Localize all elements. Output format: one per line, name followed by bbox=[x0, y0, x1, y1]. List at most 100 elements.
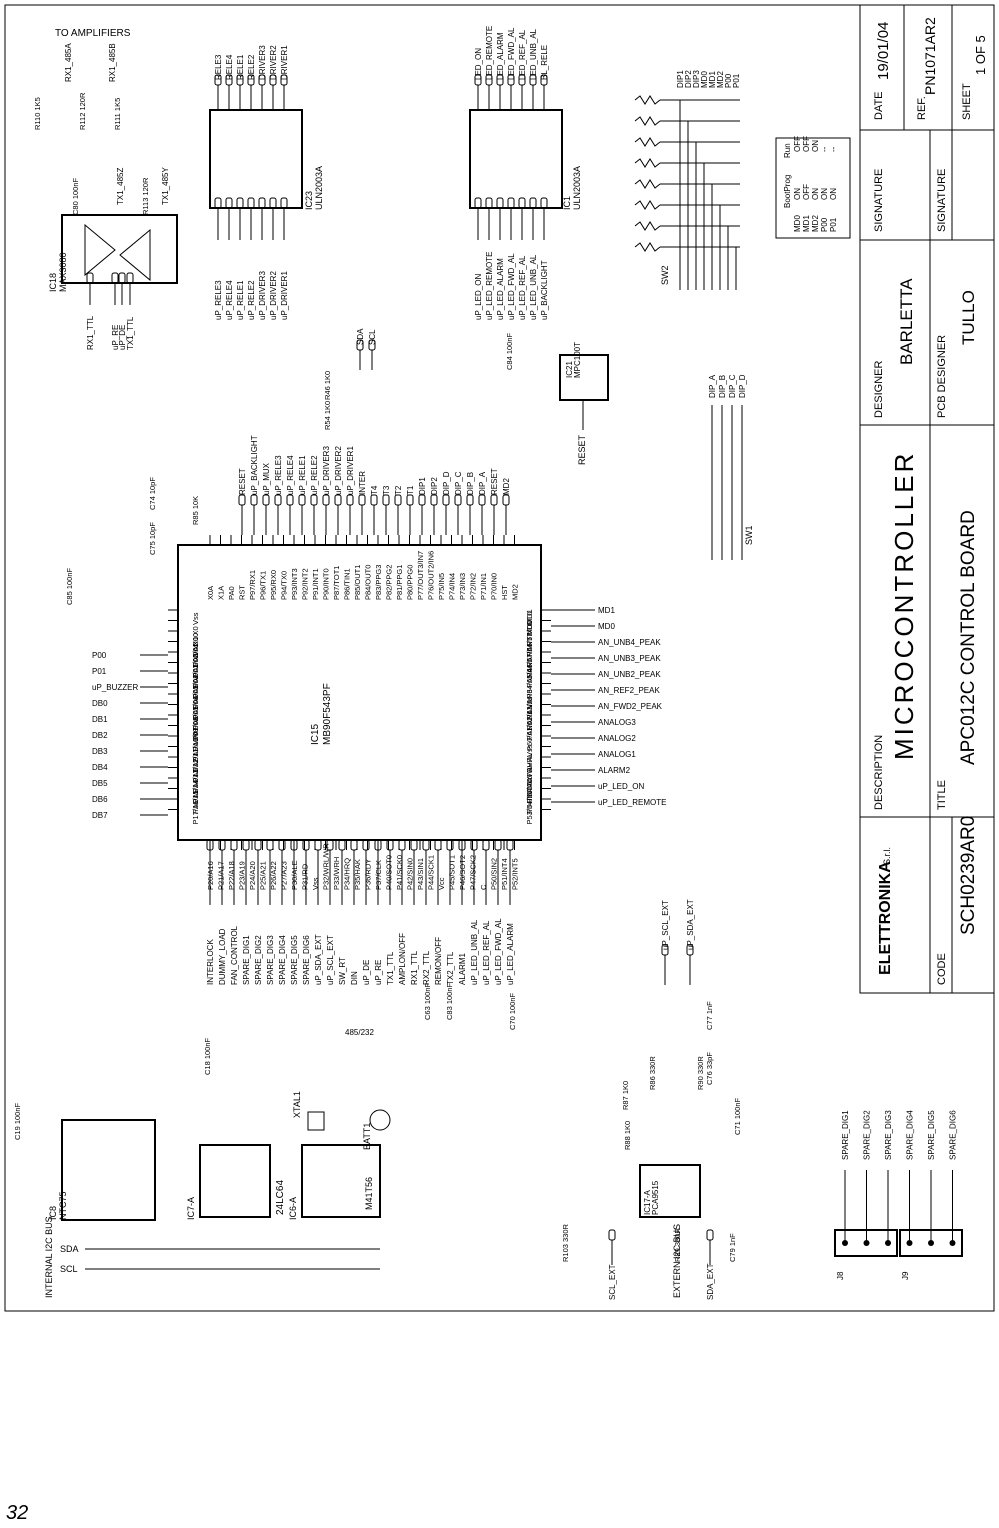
uln-out-net-flag bbox=[529, 74, 537, 86]
mcu-left-pin-label: P17/AD15 bbox=[191, 790, 200, 824]
mcu-bottom-pin-label: P24/A20 bbox=[248, 861, 257, 890]
rs485-ttl-net-flag bbox=[111, 272, 119, 284]
bootprog-row-bootprog: ON bbox=[820, 188, 829, 200]
mcu-bottom-net-label: DIN bbox=[350, 971, 359, 985]
mcu-top-net-flag bbox=[262, 494, 270, 506]
uln-in-net-flag bbox=[214, 197, 222, 209]
mcu-right-pin-label: P66/AN6 bbox=[525, 647, 534, 677]
mcu-bottom-pin-label: P22/A18 bbox=[227, 861, 236, 890]
rs485-ttl-net-flag bbox=[126, 272, 134, 284]
mcu-top-pin-label: HST bbox=[500, 585, 509, 600]
uln-in-label: uP_BACKLIGHT bbox=[540, 260, 549, 320]
mcu-bottom-pin-label: P51/INT4 bbox=[500, 858, 509, 890]
mcu-top-net-flag bbox=[346, 494, 354, 506]
mcu-bottom-pin-label: P35/HAK bbox=[353, 859, 362, 890]
passive-label: R85 10K bbox=[191, 496, 200, 525]
sda-ext-net-flag bbox=[706, 1229, 714, 1241]
uln-out-label: LED_FWD_AL bbox=[507, 27, 516, 80]
ic1-body bbox=[469, 109, 563, 209]
uln-in-net-flag bbox=[280, 197, 288, 209]
ic7-ref: IC7-A bbox=[186, 1197, 196, 1220]
mcu-right-pin-label: P63/AN3 bbox=[525, 689, 534, 719]
mcu-top-pin-label: P97/RX1 bbox=[248, 570, 257, 600]
signature-label-1: SIGNATURE bbox=[873, 169, 885, 232]
ic17-body bbox=[639, 1164, 701, 1218]
spare-pin bbox=[906, 1240, 913, 1246]
ic7-body bbox=[199, 1144, 271, 1218]
mcu-bottom-net-flag bbox=[206, 839, 214, 851]
bootprog-row-run: OFF bbox=[793, 136, 802, 152]
mcu-top-net-label: DIP_D bbox=[442, 471, 451, 495]
passive-label: C75 10pF bbox=[148, 522, 157, 555]
mcu-right-pin-label: P57/TOT0 bbox=[525, 612, 534, 646]
mcu-left-pin-label: P14/AD12 bbox=[191, 759, 200, 793]
mcu-top-net-label: T4 bbox=[370, 485, 379, 495]
mcu-top-net-label: DIP_C bbox=[454, 471, 463, 495]
xtal1-symbol bbox=[307, 1111, 325, 1131]
mcu-right-pin-label: AVRH bbox=[525, 762, 534, 782]
date-value: 19/01/04 bbox=[875, 22, 892, 80]
uln-out-label: BL_RELE bbox=[540, 45, 549, 80]
uln-in-net-flag bbox=[269, 197, 277, 209]
mcu-bottom-pin-label: P36/RDY bbox=[364, 859, 373, 890]
description-value: MICROCONTROLLER bbox=[889, 451, 919, 760]
bootprog-row-name: P01 bbox=[829, 217, 838, 232]
mcu-bottom-net-flag bbox=[458, 839, 466, 851]
mcu-top-pin-label: P70/IN0 bbox=[490, 573, 499, 600]
mcu-bottom-pin-label: P34/HRQ bbox=[343, 858, 352, 890]
mcu-bottom-net-label: RX1_TTL bbox=[410, 950, 419, 985]
mcu-bottom-net-label: uP_LED_REF_AL bbox=[482, 920, 491, 985]
sw1-net-label: DIP_C bbox=[728, 374, 737, 398]
mcu-left-net-label: DB1 bbox=[92, 715, 108, 724]
ic21-body bbox=[559, 354, 609, 401]
mcu-right-net-label: AN_UNB4_PEAK bbox=[598, 638, 661, 647]
mcu-right-pin-label: P62/AN2 bbox=[525, 700, 534, 730]
uln-out-net-flag bbox=[496, 74, 504, 86]
mcu-bottom-net-flag bbox=[302, 839, 310, 851]
bootprog-row-bootprog: OFF bbox=[802, 184, 811, 200]
mcu-top-net-label: T2 bbox=[394, 485, 403, 495]
mcu-top-net-flag bbox=[370, 494, 378, 506]
uln-in-label: uP_DRIVER2 bbox=[269, 271, 278, 320]
mcu-bottom-pin-label: P42/SIN0 bbox=[406, 858, 415, 890]
passive-label: C74 10pF bbox=[148, 477, 157, 510]
mcu-right-net-label: uP_LED_REMOTE bbox=[598, 798, 666, 807]
sda-net-label: SDA bbox=[60, 1244, 79, 1254]
designer-value: BARLETTA bbox=[897, 278, 916, 365]
mcu-right-pin-label: P54/INT7 bbox=[525, 782, 534, 814]
rs485-ttl-label: uP_RE bbox=[111, 325, 120, 350]
mcu-top-net-label: uP_RELE4 bbox=[286, 455, 295, 495]
mcu-bottom-net-flag bbox=[422, 839, 430, 851]
mcu-bottom-net-flag bbox=[350, 839, 358, 851]
mcu-top-net-label: uP_DRIVER3 bbox=[322, 446, 331, 495]
mcu-bottom-net-label: SPARE_DIG6 bbox=[302, 935, 311, 985]
uln-in-net-flag bbox=[258, 197, 266, 209]
spare-pin bbox=[842, 1240, 848, 1246]
passive-label: C71 100nF bbox=[733, 1097, 742, 1135]
mcu-right-net-label: AN_UNB2_PEAK bbox=[598, 670, 661, 679]
bootprog-header: Run bbox=[783, 143, 792, 158]
up-sda-ext-net-flag bbox=[686, 944, 694, 956]
reset-net: RESET bbox=[577, 434, 587, 465]
scl-net-label: SCL bbox=[60, 1264, 78, 1274]
uln-in-label: uP_LED_REMOTE bbox=[485, 252, 494, 320]
mcu-top-net-flag bbox=[238, 494, 246, 506]
mcu-left-pin-label: Vss bbox=[191, 612, 200, 625]
rs485-ttl-label: RX1_TTL bbox=[86, 315, 95, 350]
bootprog-row-bootprog: ON bbox=[793, 188, 802, 200]
uln-in-net-flag bbox=[518, 197, 526, 209]
mcu-bottom-net-label: uP_SCL_EXT bbox=[326, 935, 335, 985]
mcu-bottom-net-label: SPARE_DIG3 bbox=[266, 935, 275, 985]
mcu-bottom-net-label: AMPLON/OFF bbox=[398, 933, 407, 985]
dip-net-label: P00 bbox=[724, 73, 733, 88]
mcu-top-net-label: uP_RELE1 bbox=[298, 455, 307, 495]
company-suffix: S.r.l. bbox=[882, 847, 892, 865]
mcu-top-net-flag bbox=[358, 494, 366, 506]
rs485-line-label: RX1_485A bbox=[64, 43, 73, 82]
mcu-bottom-net-label: FAN_CONTROL bbox=[230, 925, 239, 985]
spare-net-label: SPARE_DIG1 bbox=[841, 1110, 850, 1160]
